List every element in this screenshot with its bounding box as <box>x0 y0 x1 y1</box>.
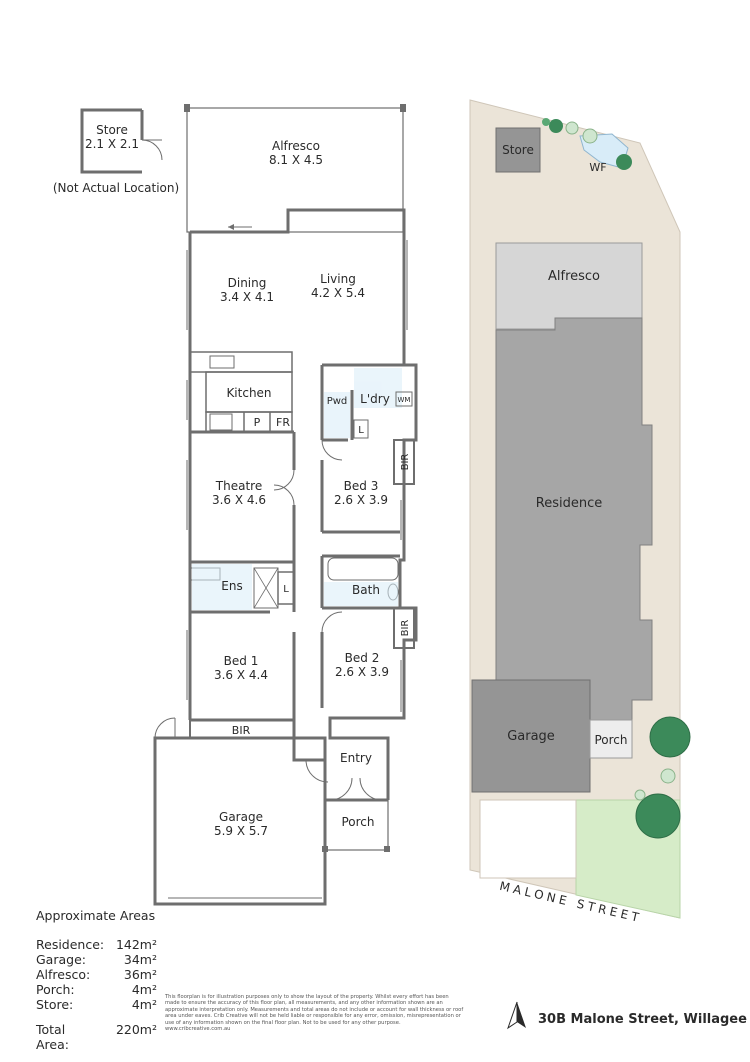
bed1-dims: 3.6 X 4.4 <box>214 668 268 682</box>
store-walls <box>80 108 142 174</box>
bath-name: Bath <box>352 583 380 597</box>
alfresco-name: Alfresco <box>272 139 320 153</box>
area-row: Garage: 34m² <box>36 952 157 967</box>
powder-label: Pwd <box>327 396 348 407</box>
property-address: 30B Malone Street, Willagee <box>538 1012 747 1027</box>
wm-label: WM <box>398 396 411 404</box>
living-name: Living <box>320 272 356 286</box>
site-alfresco-label: Alfresco <box>548 269 600 284</box>
kitchen-bench-back <box>189 351 293 373</box>
area-row: Store: 4m² <box>36 997 157 1012</box>
site-alfresco <box>495 242 643 330</box>
store-dims: 2.1 X 2.1 <box>85 137 139 151</box>
ensuite-linen-label: L <box>283 584 289 595</box>
house-outer-wall <box>282 208 418 800</box>
bed3-bir-label: BIR <box>400 454 411 471</box>
bed1-bir-label: BIR <box>232 724 251 737</box>
total-area-row: Total Area: 220m² <box>36 1022 157 1052</box>
dining-name: Dining <box>228 276 267 290</box>
bed3-bir <box>393 439 415 485</box>
tree <box>635 793 681 839</box>
site-residence <box>495 317 653 721</box>
site-store <box>495 127 541 173</box>
area-value: 36m² <box>123 967 157 982</box>
alfresco-outline <box>186 107 404 233</box>
wet-areas <box>192 368 402 610</box>
area-value: 34m² <box>123 952 157 967</box>
disclaimer: This floorplan is for illustration purpo… <box>165 994 464 1033</box>
living-dims: 4.2 X 5.4 <box>311 286 365 300</box>
bed3-name: Bed 3 <box>344 479 379 493</box>
theatre-name: Theatre <box>215 479 262 493</box>
site-store-label: Store <box>502 143 534 157</box>
area-label: Residence: <box>36 937 105 952</box>
site-wf-label: WF <box>589 161 606 174</box>
area-row: Porch: 4m² <box>36 982 157 997</box>
area-label: Garage: <box>36 952 86 967</box>
dining-dims: 3.4 X 4.1 <box>220 290 274 304</box>
total-area-label: Total Area: <box>36 1022 69 1052</box>
porch-name: Porch <box>341 815 374 829</box>
approximate-areas: Approximate Areas Residence: 142m² Garage… <box>36 908 157 1052</box>
area-row: Residence: 142m² <box>36 937 157 952</box>
tree <box>616 154 632 170</box>
tree <box>542 118 550 126</box>
garage-dims: 5.9 X 5.7 <box>214 824 268 838</box>
site-porch <box>589 719 633 759</box>
bed2-bir <box>393 607 415 649</box>
bed1-name: Bed 1 <box>224 654 259 668</box>
alfresco-dims: 8.1 X 4.5 <box>269 153 323 167</box>
bed2-name: Bed 2 <box>345 651 380 665</box>
bed3-dims: 2.6 X 3.9 <box>334 493 388 507</box>
shrub <box>565 121 579 135</box>
shrub <box>582 128 598 144</box>
site-porch-label: Porch <box>594 733 627 747</box>
site-garage <box>471 679 591 793</box>
entry-name: Entry <box>340 751 372 765</box>
garage-name: Garage <box>219 810 263 824</box>
shrub <box>634 789 646 801</box>
area-value: 4m² <box>131 997 157 1012</box>
site-plan: Store WF Alfresco Residence Garage Porch… <box>469 99 691 925</box>
areas-heading: Approximate Areas <box>36 908 156 923</box>
area-label: Alfresco: <box>36 967 91 982</box>
site-residence-label: Residence <box>536 496 602 511</box>
driveway <box>479 799 577 879</box>
shrub <box>660 768 676 784</box>
north-arrow-icon <box>507 1001 526 1030</box>
porch-outline <box>324 799 389 851</box>
site-garage-label: Garage <box>507 729 555 744</box>
area-value: 4m² <box>131 982 157 997</box>
theatre-dims: 3.6 X 4.6 <box>212 493 266 507</box>
area-label: Store: <box>36 997 74 1012</box>
kitchen-name: Kitchen <box>226 386 271 400</box>
bed2-dims: 2.6 X 3.9 <box>335 665 389 679</box>
tree <box>649 716 691 758</box>
pantry-label: P <box>254 416 261 429</box>
floor-plan-labels: Store 2.1 X 2.1 (Not Actual Location) Al… <box>53 123 413 838</box>
fridge-label: FR <box>276 416 290 429</box>
store-name: Store <box>96 123 128 137</box>
total-area-value: 220m² <box>115 1022 157 1037</box>
laundry-name: L'dry <box>360 392 390 406</box>
store-note: (Not Actual Location) <box>53 181 179 195</box>
ensuite-name: Ens <box>221 579 242 593</box>
floor-plan <box>80 104 418 906</box>
area-value: 142m² <box>115 937 157 952</box>
area-row: Alfresco: 36m² <box>36 967 157 982</box>
laundry-linen-label: L <box>358 425 364 436</box>
area-label: Porch: <box>36 982 75 997</box>
tree <box>549 119 563 133</box>
bed2-bir-label: BIR <box>400 620 411 637</box>
